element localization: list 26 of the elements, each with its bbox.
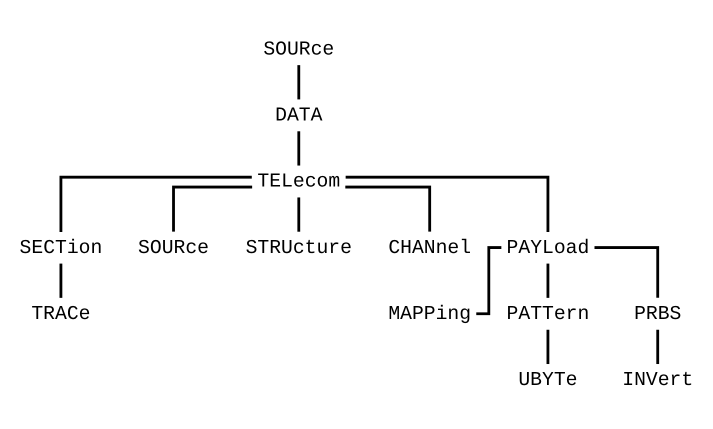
node-text: TELecom [257, 170, 340, 193]
connector [297, 65, 300, 100]
connector [346, 176, 550, 232]
connector [546, 264, 550, 298]
connector [297, 131, 300, 166]
node-text: DATA [275, 104, 322, 126]
node-text: TRACe [31, 302, 90, 325]
node-text: INVert [622, 369, 694, 392]
node-text: CHANnel [388, 236, 472, 259]
node-text: MAPPing [388, 302, 472, 325]
node-text: PRBS [634, 302, 682, 325]
node-text: PATTern [506, 302, 590, 325]
node-text: UBYTe [518, 369, 578, 392]
connector [297, 197, 300, 232]
node-text: SOURce [138, 236, 209, 259]
connector [60, 176, 252, 232]
node-text: PAYLoad [506, 236, 590, 259]
connector [345, 186, 432, 232]
connector [60, 264, 62, 298]
node-text: SECTion [20, 236, 102, 259]
connector [656, 330, 660, 364]
connector [172, 186, 252, 232]
node-text: SOURce [263, 38, 334, 60]
node-text: STRUcture [246, 236, 352, 259]
connector [546, 330, 550, 364]
connector [594, 246, 660, 298]
